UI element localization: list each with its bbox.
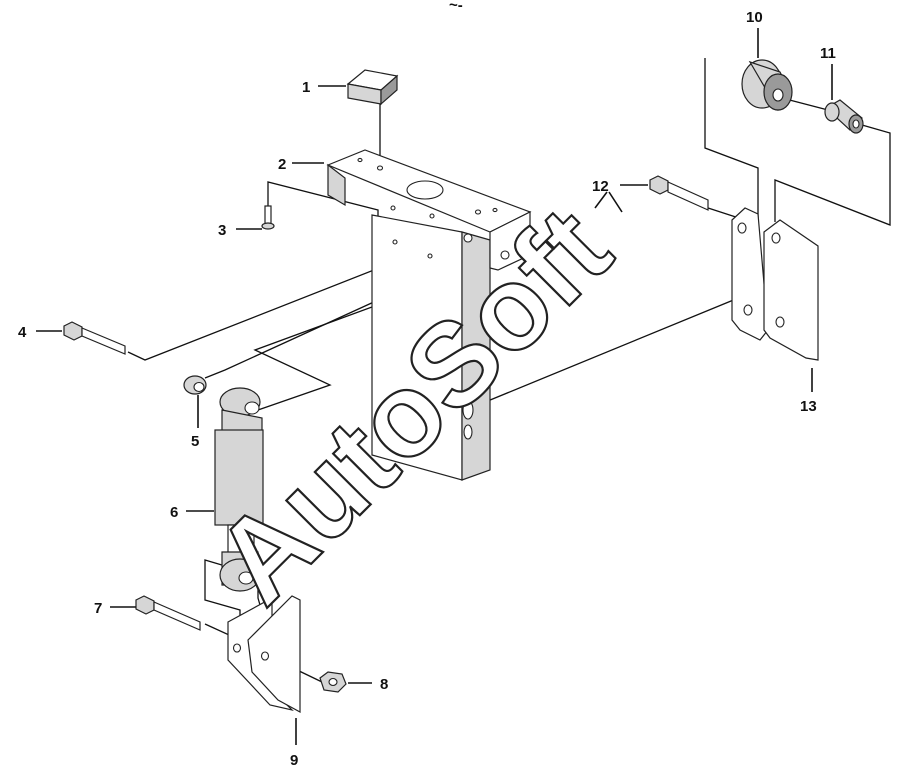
part-13-hinge-plates bbox=[731, 207, 819, 361]
part-5-bushing bbox=[183, 375, 207, 395]
callout-6: 6 bbox=[170, 504, 178, 521]
callout-3: 3 bbox=[218, 222, 226, 239]
part-4-bolt bbox=[63, 321, 126, 355]
callout-2: 2 bbox=[278, 156, 286, 173]
top-mark: ~- bbox=[449, 0, 463, 14]
part-1-rubber-block bbox=[346, 69, 399, 106]
callout-leaders bbox=[36, 28, 833, 745]
part-2-mounting-bracket bbox=[326, 149, 532, 481]
callout-8: 8 bbox=[380, 676, 388, 693]
part-3-screw bbox=[261, 205, 275, 230]
callout-labels: 1 2 3 4 5 6 7 8 9 10 11 12 13 bbox=[18, 9, 836, 769]
callout-9: 9 bbox=[290, 752, 298, 769]
callout-5: 5 bbox=[191, 433, 199, 450]
part-8-nut bbox=[319, 671, 347, 693]
part-9-lower-bracket bbox=[227, 595, 301, 714]
callout-10: 10 bbox=[746, 9, 763, 26]
part-6-shock-absorber bbox=[214, 387, 264, 592]
part-11-sleeve bbox=[824, 99, 864, 134]
part-7-bolt bbox=[135, 595, 201, 631]
callout-7: 7 bbox=[94, 600, 102, 617]
callout-1: 1 bbox=[302, 79, 310, 96]
callout-12: 12 bbox=[592, 178, 609, 195]
part-12-bolt bbox=[649, 175, 709, 211]
part-10-large-bushing bbox=[741, 59, 793, 112]
callout-4: 4 bbox=[18, 324, 27, 341]
callout-11: 11 bbox=[820, 45, 836, 62]
callout-13: 13 bbox=[800, 398, 817, 415]
